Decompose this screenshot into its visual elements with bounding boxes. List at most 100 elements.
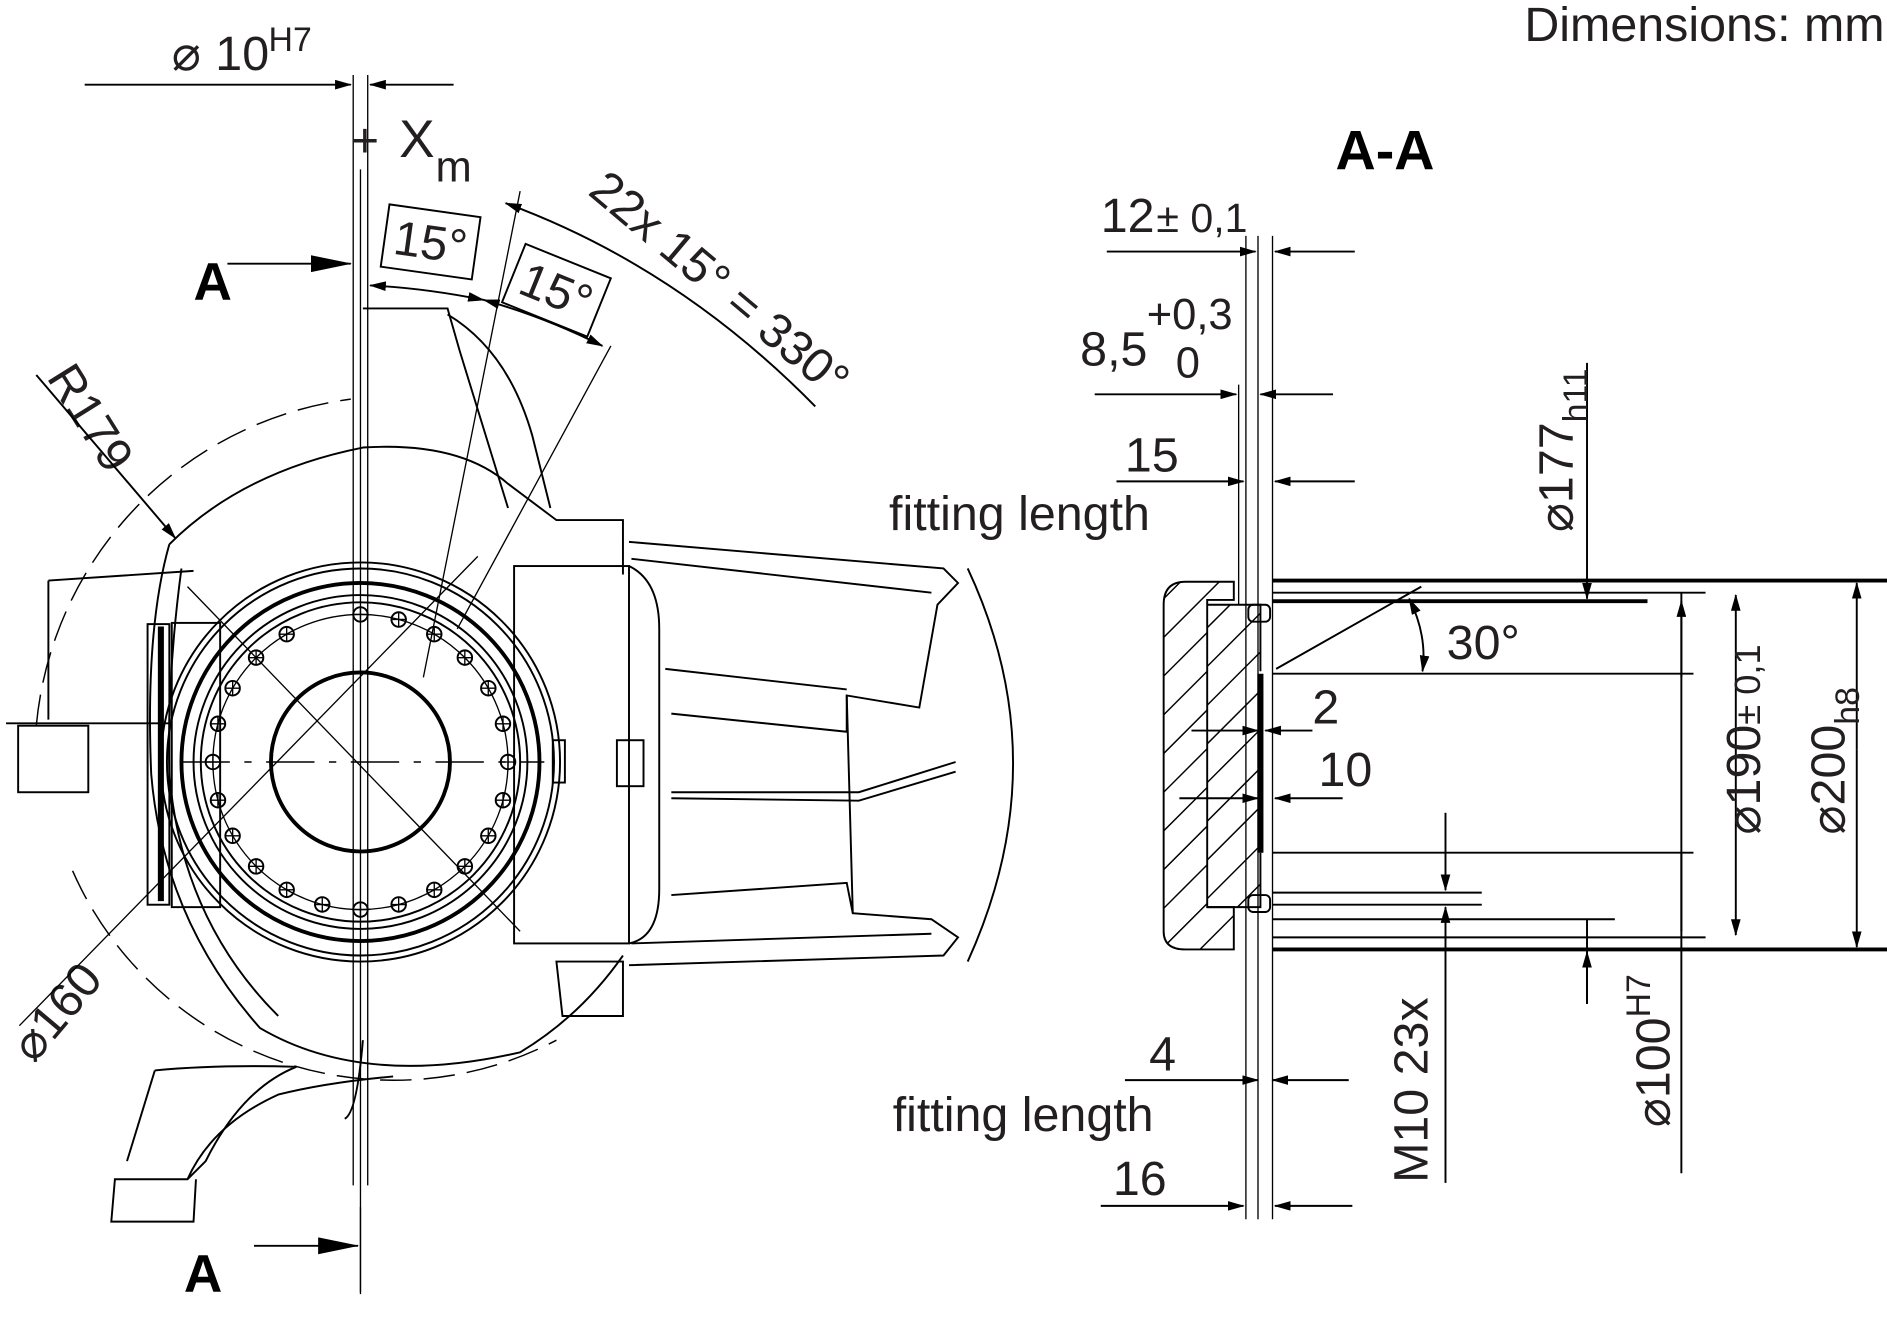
bolt-hole-cross (353, 607, 368, 622)
angle-pattern-label: 22x 15° = 330° (580, 161, 860, 408)
hatch-line (1207, 644, 1261, 710)
fitting-length-bottom: fitting length (893, 1088, 1154, 1142)
fitting-length-top: fitting length (889, 487, 1150, 541)
dim-15-value: 15 (1125, 429, 1179, 483)
dim-16-value: 16 (1113, 1152, 1167, 1206)
jaw-bottom-edge (631, 932, 932, 945)
jaw-top-inner (665, 667, 847, 691)
section-hatch-inner (1207, 604, 1261, 908)
angle-box-2-text: 15° (512, 252, 600, 329)
hatch-line (1207, 682, 1261, 748)
pin-hole-top (1247, 603, 1272, 623)
jaw-midline-2 (671, 770, 956, 802)
section-marker-bottom: A (184, 1245, 222, 1304)
angle-30-arc (1408, 597, 1430, 673)
bolt-hole-cross (210, 792, 226, 808)
flange-outer-ring-1 (159, 561, 562, 963)
hatch-line (1163, 638, 1234, 724)
outer-reach-arc-tl (35, 398, 351, 726)
dim-190-symbol: ⌀ (1717, 805, 1771, 834)
dim-4-value: 4 (1149, 1027, 1176, 1081)
lower-bracket (555, 960, 624, 1017)
hatch-line (1163, 947, 1234, 950)
housing-top-fin (362, 307, 509, 509)
dim-8-5-tol-lower: 0 (1176, 339, 1200, 387)
pin-diameter-value: 10 (215, 27, 269, 81)
hatch-line (1163, 581, 1234, 647)
dim-8-5-tol-upper: +0,3 (1147, 291, 1233, 339)
bolt-hole-cross (481, 680, 496, 696)
axis-plus: + (351, 114, 379, 168)
dim-100-tol: H7 (1620, 974, 1658, 1017)
dim-12-tol: ± 0,1 (1156, 195, 1247, 241)
section-hatch-outer (1155, 484, 1240, 950)
jaw-vertical (845, 695, 854, 914)
bolt-hole-cross (279, 882, 294, 898)
bottom-hook-left (126, 1070, 156, 1162)
angle-pattern-arc (504, 202, 816, 408)
angle-box-1-text: 15° (391, 211, 471, 275)
bolt-hole-cross (500, 754, 516, 770)
left-block-tab (17, 724, 90, 794)
dim-100-symbol: ⌀ (1626, 1098, 1680, 1127)
bolt-hole-cross (391, 897, 406, 912)
bolt-hole-cross (353, 902, 368, 917)
left-block-outline (47, 569, 194, 720)
dim-190-value: 190 (1717, 725, 1771, 806)
hatch-line (1207, 798, 1261, 865)
dim-12-value: 12 (1101, 189, 1155, 243)
axis-label-sub: m (435, 143, 471, 191)
dim-200-label: ⌀200h8 (1802, 687, 1868, 835)
dim-177-symbol: ⌀ (1529, 503, 1583, 532)
jaw-top-edge (631, 557, 932, 594)
mounting-plate-edge (628, 565, 661, 945)
dim-2-value: 2 (1312, 680, 1339, 734)
jaw-top (628, 540, 960, 733)
dim-190-tol: ± 0,1 (1727, 644, 1768, 724)
thread-label: M10 23x (1384, 997, 1438, 1183)
angle-box-1: 15° (379, 203, 482, 281)
mounting-plate-key (615, 739, 645, 788)
bolt-hole-cross (426, 626, 442, 642)
hatch-line (1155, 484, 1240, 569)
section-view: 12 ± 0,1 8,5 +0,3 0 15 fitting length (889, 189, 1887, 1220)
hatch-line (1163, 831, 1234, 918)
dim-200-tol: h8 (1829, 687, 1867, 725)
bolt-hole-cross (225, 828, 240, 844)
dim-100-label: ⌀100H7 (1620, 974, 1680, 1127)
hatch-line (1207, 604, 1261, 632)
outer-reach-arc-right (966, 568, 1014, 962)
hatch-line (1207, 760, 1261, 826)
flange-outer-ring-2 (165, 567, 555, 957)
angle-dim-arc-1 (368, 281, 486, 302)
outer-reach-arc-bl (71, 870, 557, 1081)
radius-leader (35, 374, 177, 540)
bottom-hook-join (344, 1040, 364, 1120)
bolt-hole-cross (248, 859, 264, 874)
hatch-line (1163, 581, 1234, 608)
dim-190-label: ⌀190± 0,1 (1717, 644, 1771, 834)
dim-177-tol: h11 (1557, 368, 1595, 422)
bolt-hole-cross (426, 882, 442, 898)
pin-hole-bottom (1247, 894, 1272, 913)
bolt-hole-cross (391, 612, 406, 627)
dim-8-5-value: 8,5 (1080, 322, 1147, 376)
chamfer-line (1275, 585, 1422, 670)
axis-label-x: X (399, 110, 435, 169)
jaw-midline (671, 761, 956, 794)
hatch-line (1207, 876, 1261, 908)
pin-diameter-tolerance: H7 (269, 21, 312, 59)
bolt-holes (204, 606, 517, 918)
dim-10-value: 10 (1318, 743, 1372, 797)
bolt-hole-cross (225, 680, 240, 696)
hatch-line (1163, 792, 1234, 879)
bolt-hole-cross (315, 897, 330, 912)
dim-200-symbol: ⌀ (1802, 805, 1856, 834)
bolt-hole-cross (279, 626, 294, 642)
housing-top-fin-2 (447, 313, 552, 509)
dim-177-value: 177 (1529, 422, 1583, 503)
bolt-hole-cross (205, 754, 221, 770)
section-title: A-A (1336, 119, 1435, 181)
hatch-line (1207, 605, 1261, 671)
